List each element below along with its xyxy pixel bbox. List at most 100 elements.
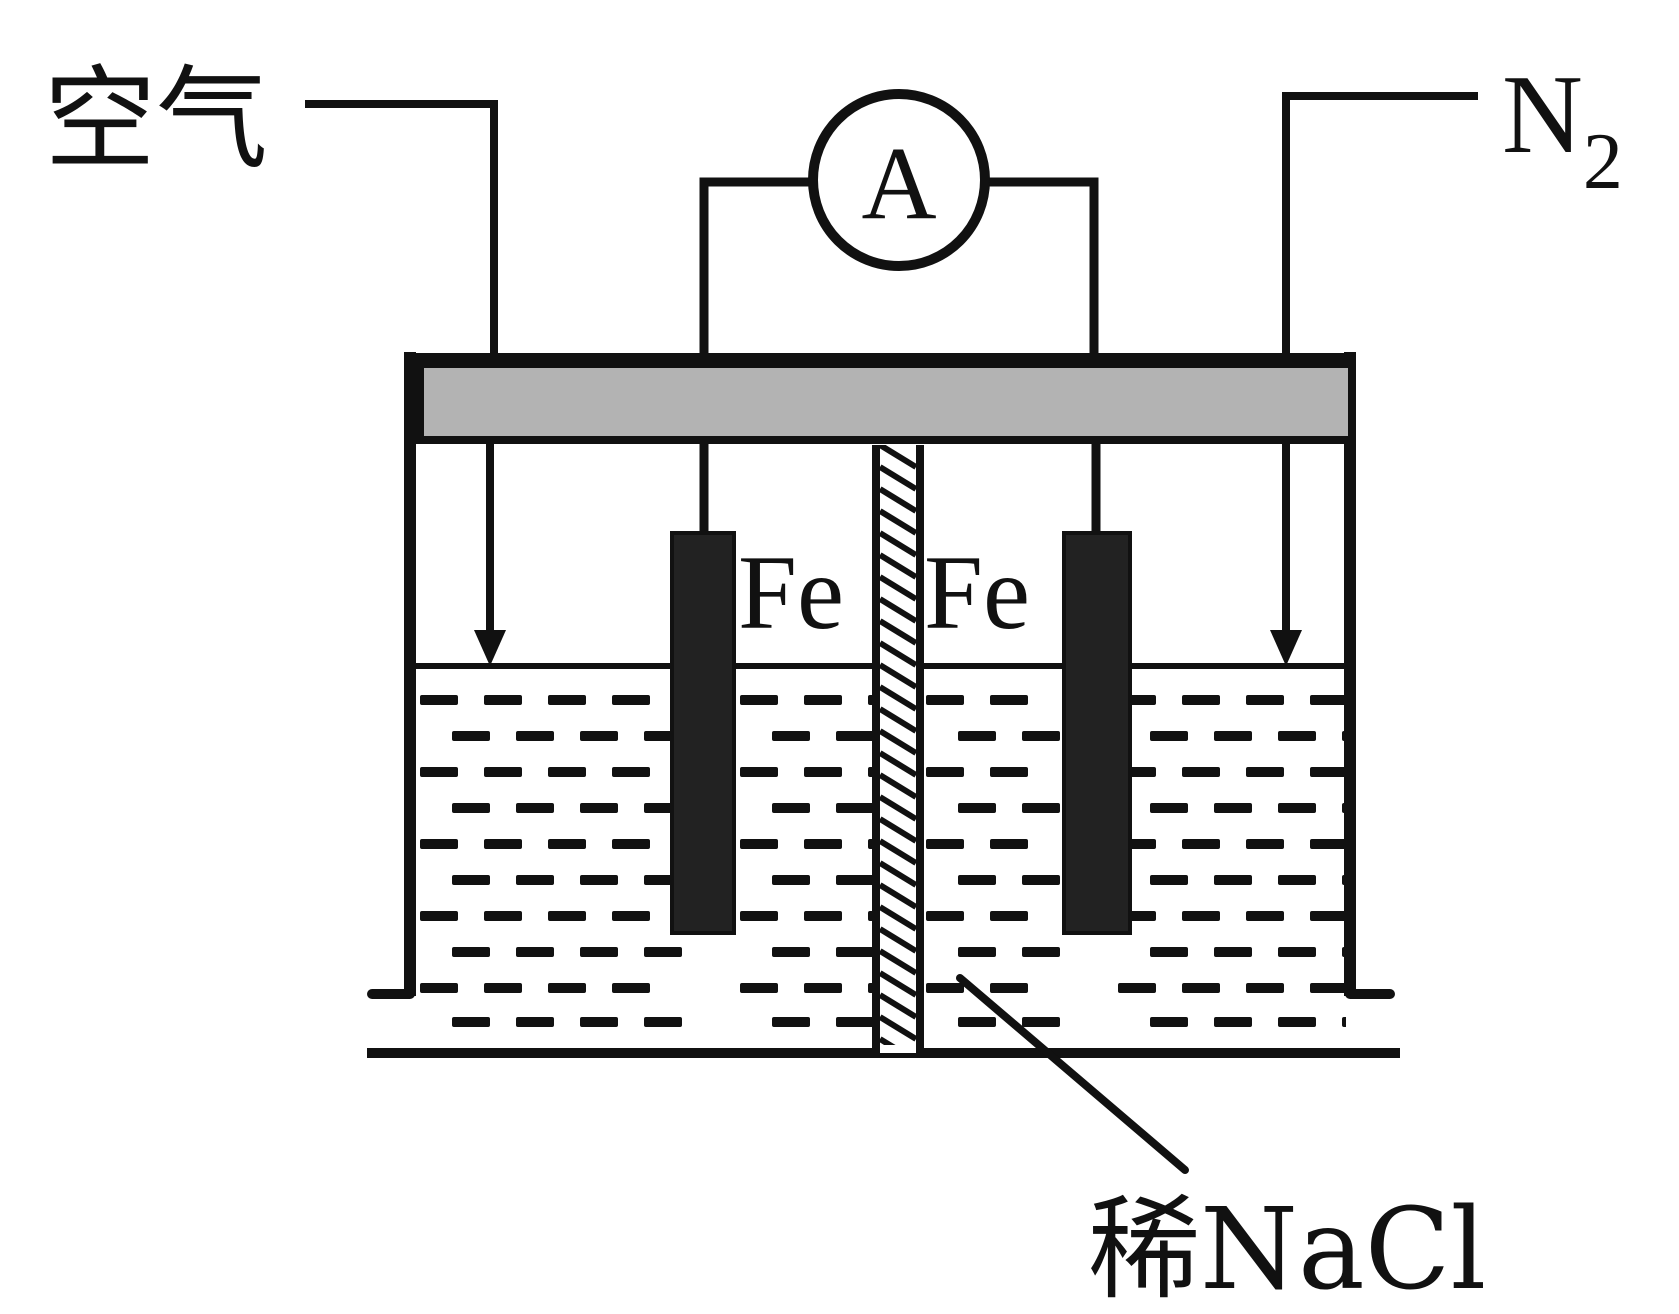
electrolyte-dash: [484, 839, 522, 849]
electrolyte-dash: [1182, 695, 1220, 705]
electrolyte-dash: [772, 731, 810, 741]
electrolyte-dash: [516, 1017, 554, 1027]
electrolyte-dash: [580, 1017, 618, 1027]
membrane-hatch-line: [878, 816, 918, 844]
electrolyte-dash: [990, 695, 1028, 705]
electrolyte-dash: [1022, 947, 1060, 957]
electrolyte-dash: [452, 875, 490, 885]
electrolyte-dash: [1182, 911, 1220, 921]
electrolyte-dash: [1278, 947, 1316, 957]
electrolyte-dash: [804, 695, 842, 705]
ammeter-circle: [808, 89, 990, 271]
electrolyte-dash: [1214, 1017, 1252, 1027]
electrolyte-dash: [420, 911, 458, 921]
electrolyte-dash: [926, 767, 964, 777]
electrolyte-dash: [958, 875, 996, 885]
fe-label-left: Fe: [738, 534, 844, 651]
wire-right: [987, 177, 1099, 358]
electrolyte-dash: [926, 839, 964, 849]
electrolyte-dash: [804, 839, 842, 849]
cell-lid: [416, 360, 1356, 444]
membrane-hatch-line: [878, 706, 918, 734]
electrolyte-dash: [484, 983, 522, 993]
electrolyte-dash: [1310, 767, 1346, 777]
membrane-hatch-line: [878, 860, 918, 888]
membrane-divider: [872, 445, 924, 1053]
membrane-hatch-line: [878, 1036, 896, 1045]
n2-arrow-head: [1270, 630, 1302, 666]
electrolyte-dash: [1214, 875, 1252, 885]
membrane-hatch-line: [878, 926, 918, 954]
electrolyte-dash: [420, 983, 458, 993]
electrolyte-dash: [612, 767, 650, 777]
electrolyte-dash: [958, 947, 996, 957]
electrolyte-dash: [420, 767, 458, 777]
electrolyte-dash: [868, 911, 872, 921]
electrolyte-dash: [1022, 875, 1060, 885]
electrolyte-dash: [484, 695, 522, 705]
electrolyte-dash: [484, 767, 522, 777]
electrolyte-dash: [740, 911, 778, 921]
electrolyte-dash: [804, 767, 842, 777]
electrolyte-dash: [1278, 875, 1316, 885]
membrane-hatch-line: [878, 640, 918, 668]
electrolyte-dash: [926, 983, 964, 993]
wire-left: [699, 177, 811, 358]
electrolyte-dash: [740, 839, 778, 849]
electrolyte-dash: [1182, 767, 1220, 777]
electrolyte-dash: [580, 875, 618, 885]
electrolyte-dash: [1150, 947, 1188, 957]
electrolyte-dash: [772, 947, 810, 957]
air-arrow-head: [474, 630, 506, 666]
electrolyte-dash: [644, 1017, 682, 1027]
cell-container: [367, 352, 1400, 1058]
electrolyte-dash: [1150, 731, 1188, 741]
electrolyte-dash: [1342, 1017, 1346, 1027]
electrolyte-liquid-right: [926, 695, 1346, 1027]
membrane-hatch-line: [878, 596, 918, 624]
membrane-hatch-line: [878, 508, 918, 536]
membrane-hatch-line: [878, 486, 918, 514]
membrane-hatch-line: [878, 552, 918, 580]
electrolyte-dash: [644, 947, 682, 957]
electrolyte-dash: [580, 803, 618, 813]
membrane-hatch-line: [878, 794, 918, 822]
electrolyte-dash: [836, 803, 872, 813]
membrane-hatch-line: [878, 904, 918, 932]
electrolyte-dash: [516, 803, 554, 813]
electrolyte-dash: [772, 875, 810, 885]
external-circuit: [699, 177, 1101, 536]
electrolyte-dash: [548, 695, 586, 705]
electrolyte-dash: [1214, 947, 1252, 957]
fe-label-right: Fe: [924, 534, 1030, 651]
electrolyte-dash: [1246, 767, 1284, 777]
electrolyte-dash: [772, 803, 810, 813]
membrane-hatch-line: [878, 574, 918, 602]
electrolyte-dash: [836, 731, 872, 741]
electrolyte-dash: [612, 983, 650, 993]
ammeter-label: A: [861, 126, 936, 241]
electrolyte-dash: [612, 839, 650, 849]
electrolyte-pointer-line: [956, 974, 1189, 1174]
n2-inlet-tube: [1282, 92, 1478, 640]
membrane-hatch-line: [878, 772, 918, 800]
electrolyte-dash: [836, 947, 872, 957]
electrolyte-dash: [452, 731, 490, 741]
electrolyte-dash: [958, 803, 996, 813]
membrane-hatch-line: [878, 992, 918, 1020]
membrane-hatch-line: [878, 618, 918, 646]
electrolyte-dash: [926, 911, 964, 921]
electrolyte-dash: [990, 911, 1028, 921]
electrolyte-dash: [1022, 803, 1060, 813]
electrolyte-dash: [1278, 1017, 1316, 1027]
electrolyte-dash: [958, 731, 996, 741]
electrolyte-dash: [868, 767, 872, 777]
electrolyte-dash: [1118, 983, 1156, 993]
electrolyte-dash: [1310, 983, 1346, 993]
electrolyte-dash: [1278, 731, 1316, 741]
electrolyte-dash: [1182, 839, 1220, 849]
membrane-hatch-line: [878, 464, 918, 492]
air-inlet-tube: [305, 100, 498, 640]
membrane-hatch-line: [878, 838, 918, 866]
